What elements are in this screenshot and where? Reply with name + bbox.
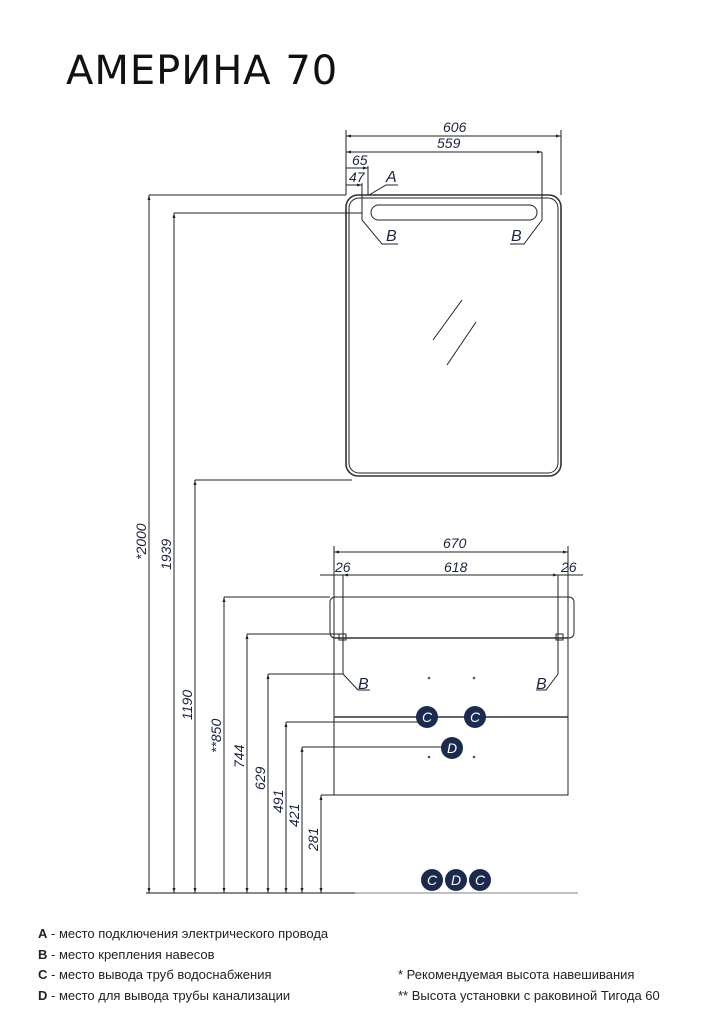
dim-629: 629 xyxy=(252,766,268,790)
washbasin xyxy=(329,596,575,639)
dim-281: 281 xyxy=(305,828,321,852)
mirror-dimensions: 606 559 65 47 xyxy=(345,119,562,213)
marker-b-cab-right: B xyxy=(536,676,547,693)
dim-65: 65 xyxy=(352,152,368,168)
svg-text:C: C xyxy=(427,872,438,888)
note-recommended-height: * Рекомендуемая высота навешивания xyxy=(398,967,635,982)
dim-47: 47 xyxy=(349,169,366,185)
dim-744: 744 xyxy=(231,744,247,768)
mirror: B B A xyxy=(345,152,562,477)
marker-c-right: C xyxy=(464,706,486,728)
marker-c-floor-left: C xyxy=(421,869,443,891)
dim-606: 606 xyxy=(443,119,467,135)
dim-618: 618 xyxy=(444,559,468,575)
marker-d-floor: D xyxy=(445,869,467,891)
light-slot xyxy=(370,204,538,221)
marker-b-left: B xyxy=(386,228,397,245)
page-title: АМЕРИНА 70 xyxy=(66,48,339,94)
marker-b-right: B xyxy=(511,228,522,245)
dim-1190: 1190 xyxy=(179,690,195,720)
svg-text:D: D xyxy=(451,872,461,888)
marker-c-left: C xyxy=(416,706,438,728)
svg-text:C: C xyxy=(470,709,481,725)
floor-markers: C D C xyxy=(421,869,491,891)
height-dimensions: *2000 1939 1190 **850 744 629 491 421 28… xyxy=(133,194,578,894)
svg-text:C: C xyxy=(475,872,486,888)
notes: * Рекомендуемая высота навешивания ** Вы… xyxy=(398,965,660,1006)
dim-850: **850 xyxy=(208,719,224,753)
dim-26-right: 26 xyxy=(560,559,577,575)
svg-text:D: D xyxy=(447,740,457,756)
dim-2000: *2000 xyxy=(133,523,149,560)
marker-c-floor-right: C xyxy=(469,869,491,891)
legend-item-d: D - место для вывода трубы канализации xyxy=(38,987,291,1003)
dim-26-left: 26 xyxy=(334,559,351,575)
svg-text:C: C xyxy=(422,709,433,725)
legend: A - место подключения электрического про… xyxy=(38,924,328,1006)
vanity-cabinet: B B C C D xyxy=(329,575,575,796)
dim-491: 491 xyxy=(270,790,286,813)
dim-559: 559 xyxy=(437,135,461,151)
legend-item-b: B - место крепления навесов xyxy=(38,946,215,962)
cabinet-dimensions: 670 26 618 26 xyxy=(320,535,583,638)
marker-d: D xyxy=(441,737,463,759)
dim-421: 421 xyxy=(286,804,302,827)
legend-item-a: A - место подключения электрического про… xyxy=(38,926,329,941)
legend-item-c: C - место вывода труб водоснабжения xyxy=(38,967,272,982)
dim-670: 670 xyxy=(443,535,467,551)
dim-1939: 1939 xyxy=(158,539,174,570)
glass-reflection xyxy=(432,299,463,341)
marker-a: A xyxy=(385,169,397,186)
note-install-height: ** Высота установки с раковиной Тигода 6… xyxy=(398,987,660,1003)
marker-b-cab-left: B xyxy=(358,676,369,693)
